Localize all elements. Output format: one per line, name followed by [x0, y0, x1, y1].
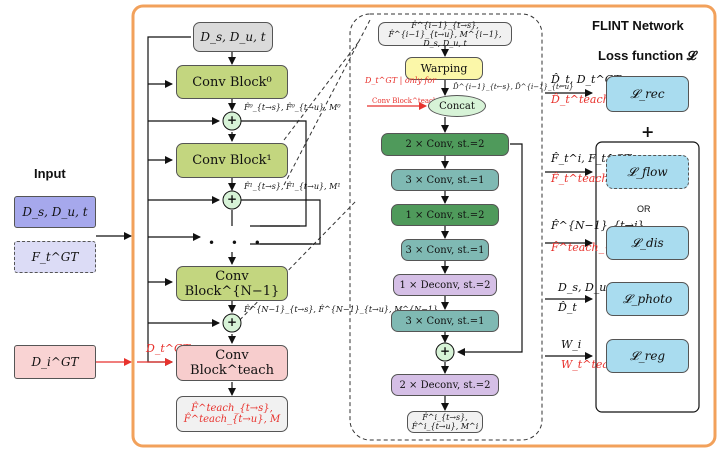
teach-side-label: Conv Block^teach — [372, 97, 438, 105]
detail-layer-0: 2 × Conv, st.=2 — [381, 133, 509, 156]
loss-flow-box: 𝓛_flow — [606, 155, 689, 189]
loss-flow-input-teach: F̂_t^teach — [551, 172, 609, 185]
flow-label-n: F̂^{N−1}_{t→s}, F̂^{N−1}_{t→u}, M^{N−1} — [244, 305, 438, 314]
flow-label-1: F̂¹_{t→s}, F̂¹_{t→u}, M¹ — [244, 182, 341, 191]
detail-plus: + — [440, 344, 451, 358]
conv-block-0-label: Conv Block⁰ — [192, 74, 272, 90]
conv-block-teach-label: Conv Block^teach — [190, 348, 274, 378]
detail-output-box: F̂^i_{t→s}, F̂^i_{t→u}, M^i — [407, 411, 483, 433]
loss-reg-input-main: W_i — [561, 338, 582, 351]
conv-block-n: Conv Block^{N−1} — [176, 266, 288, 301]
concat-label: Concat — [439, 100, 475, 112]
detail-output-label: F̂^i_{t→s}, F̂^i_{t→u}, M^i — [411, 413, 479, 431]
network-frame — [131, 4, 717, 448]
loss-flow-label: 𝓛_flow — [627, 164, 668, 179]
input-box-depth-label: D_s, D_u, t — [22, 205, 88, 219]
conv-block-n-label: Conv Block^{N−1} — [184, 268, 280, 299]
loss-function-label: Loss function 𝓛 — [598, 48, 697, 63]
loss-rec-box: 𝓛_rec — [606, 76, 689, 112]
detail-layer-6: 2 × Deconv, st.=2 — [391, 374, 499, 396]
flow-label-0: F̂⁰_{t→s}, F̂⁰_{t→u}, M⁰ — [244, 103, 341, 112]
loss-photo-label: 𝓛_photo — [622, 291, 673, 306]
loss-rec-input-teach: D̂_t^teach — [551, 93, 610, 106]
detail-input-label: F̂^{i−1}_{t→s}, F̂^{i−1}_{t→u}, M^{i−1},… — [388, 20, 502, 48]
loss-photo-inputs: D_s, D_u D̂_t — [558, 280, 606, 316]
plus-1: + — [227, 192, 238, 206]
warping-box: Warping — [405, 57, 483, 80]
conv-block-0: Conv Block⁰ — [176, 65, 288, 99]
network-title: FLINT Network — [592, 18, 684, 33]
warping-label: Warping — [420, 62, 468, 75]
main-input-label: D_s, D_u, t — [200, 30, 266, 44]
main-input-box: D_s, D_u, t — [193, 22, 273, 52]
detail-layer-3-label: 3 × Conv, st.=1 — [405, 244, 485, 256]
detail-layer-4: 1 × Deconv, st.=2 — [393, 274, 497, 296]
input-box-flow-gt-label: F_t^GT — [31, 250, 79, 264]
input-box-flow-gt: F_t^GT — [14, 241, 96, 273]
teach-output-label: F̂^teach_{t→s}, F̂^teach_{t→u}, M — [183, 403, 281, 425]
input-box-depth-gt-label: D_i^GT — [31, 355, 79, 369]
conv-block-teach: Conv Block^teach — [176, 345, 288, 381]
detail-input-box: F̂^{i−1}_{t→s}, F̂^{i−1}_{t→u}, M^{i−1},… — [378, 20, 512, 48]
plus-0: + — [227, 113, 238, 127]
loss-reg-label: 𝓛_reg — [629, 348, 666, 363]
loss-reg-box: 𝓛_reg — [606, 339, 689, 373]
warp-side-label: D_t^GT | only for — [365, 76, 437, 85]
ellipsis-dots: • • • — [208, 236, 267, 250]
detail-layer-5-label: 3 × Conv, st.=1 — [405, 315, 485, 327]
detail-layer-6-label: 2 × Deconv, st.=2 — [399, 379, 491, 391]
conv-block-1-label: Conv Block¹ — [192, 153, 272, 168]
loss-photo-box: 𝓛_photo — [606, 282, 689, 316]
loss-photo-input-pred: D̂_t — [558, 301, 577, 314]
plus-n: + — [227, 315, 238, 329]
loss-plus: + — [641, 122, 655, 141]
loss-rec-label: 𝓛_rec — [630, 86, 665, 101]
loss-rec-input-main: D̂_t, D_t^GT — [551, 73, 621, 86]
plus-circles-main — [222, 111, 455, 362]
teach-output-box: F̂^teach_{t→s}, F̂^teach_{t→u}, M — [176, 396, 288, 432]
loss-dis-box: 𝓛_dis — [606, 226, 689, 260]
detail-frame — [349, 13, 543, 441]
loss-rec-inputs: D̂_t, D_t^GT D̂_t^teach — [551, 72, 621, 108]
detail-layer-4-label: 1 × Deconv, st.=2 — [399, 279, 491, 291]
warp-output-label: D̂^{i−1}_{t←s}, D̂^{i−1}_{t←u} — [453, 83, 574, 91]
input-box-depth-gt: D_i^GT — [14, 345, 96, 379]
loss-dis-label: 𝓛_dis — [631, 235, 664, 250]
loss-or: OR — [637, 204, 651, 214]
detail-layer-1: 3 × Conv, st.=1 — [391, 169, 499, 191]
input-heading: Input — [34, 166, 66, 181]
detail-layer-3: 3 × Conv, st.=1 — [401, 239, 489, 261]
detail-layer-2: 1 × Conv, st.=2 — [391, 204, 499, 226]
detail-layer-1-label: 3 × Conv, st.=1 — [405, 174, 485, 186]
conv-block-1: Conv Block¹ — [176, 143, 288, 178]
detail-layer-0-label: 2 × Conv, st.=2 — [405, 139, 485, 150]
concat-box: Concat — [428, 95, 486, 117]
loss-photo-input-main: D_s, D_u — [558, 281, 607, 294]
input-box-depth: D_s, D_u, t — [14, 196, 96, 228]
detail-layer-2-label: 1 × Conv, st.=2 — [405, 209, 485, 221]
detail-layer-5: 3 × Conv, st.=1 — [391, 310, 499, 332]
loss-group-frame — [595, 141, 700, 413]
